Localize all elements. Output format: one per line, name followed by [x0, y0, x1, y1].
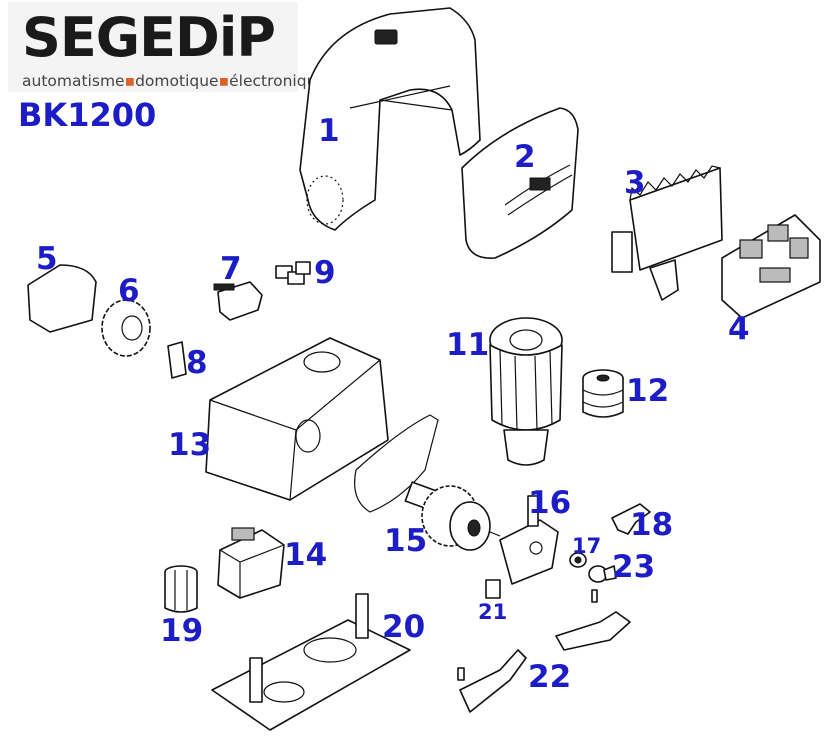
label-part-9: 9 [314, 255, 336, 291]
brand-logo: SEGEDiP automatisme▪domotique▪électroniq… [8, 2, 326, 92]
part-1-cover [299, 7, 481, 231]
part-17-nut [569, 552, 587, 568]
label-part-12: 12 [626, 373, 670, 409]
label-part-2: 2 [514, 139, 536, 175]
tagline-part-1: automatisme [22, 72, 125, 90]
label-part-23: 23 [612, 549, 656, 585]
label-part-6: 6 [118, 273, 140, 309]
label-part-18: 18 [630, 507, 674, 543]
label-part-14: 14 [284, 537, 328, 573]
tagline-dot-icon: ▪ [124, 72, 136, 90]
label-part-8: 8 [186, 345, 208, 381]
part-9-blocks [275, 261, 311, 285]
part-7-switch [213, 281, 263, 321]
label-part-3: 3 [624, 165, 646, 201]
label-part-7: 7 [220, 251, 242, 287]
label-part-20: 20 [382, 609, 426, 645]
brand-tagline: automatisme▪domotique▪électronique [22, 72, 326, 90]
part-12-pulley [582, 369, 624, 418]
brand-name: SEGEDiP [22, 6, 276, 69]
part-2-front-cover [461, 107, 579, 259]
part-19-sleeve [164, 565, 198, 613]
part-18-key [611, 503, 651, 535]
part-4-control-board [721, 214, 821, 319]
part-14-transformer [217, 527, 285, 599]
part-21-connector [485, 579, 501, 599]
label-part-19: 19 [160, 613, 204, 649]
label-part-16: 16 [528, 485, 572, 521]
label-part-21: 21 [478, 600, 508, 624]
label-part-1: 1 [318, 113, 340, 149]
part-22-levers [457, 589, 631, 713]
label-part-4: 4 [728, 311, 750, 347]
part-23-screw [588, 565, 617, 583]
label-part-13: 13 [168, 427, 212, 463]
label-part-11: 11 [446, 327, 490, 363]
tagline-part-2: domotique [135, 72, 219, 90]
model-title: BK1200 [18, 96, 157, 134]
part-5-cap [27, 264, 97, 333]
tagline-dot-icon: ▪ [218, 72, 230, 90]
label-part-17: 17 [572, 534, 602, 558]
part-15-rotor [404, 481, 501, 551]
tagline-part-3: électronique [229, 72, 326, 90]
part-16-bracket [499, 495, 559, 585]
part-6-gear [101, 299, 151, 357]
label-part-15: 15 [384, 523, 428, 559]
label-part-5: 5 [36, 241, 58, 277]
part-20-base-plate [211, 593, 411, 731]
label-part-22: 22 [528, 659, 572, 695]
part-11-motor [489, 317, 563, 466]
part-8-clip [167, 341, 187, 379]
part-13-housing [205, 337, 389, 501]
part-3-plate [611, 165, 723, 301]
